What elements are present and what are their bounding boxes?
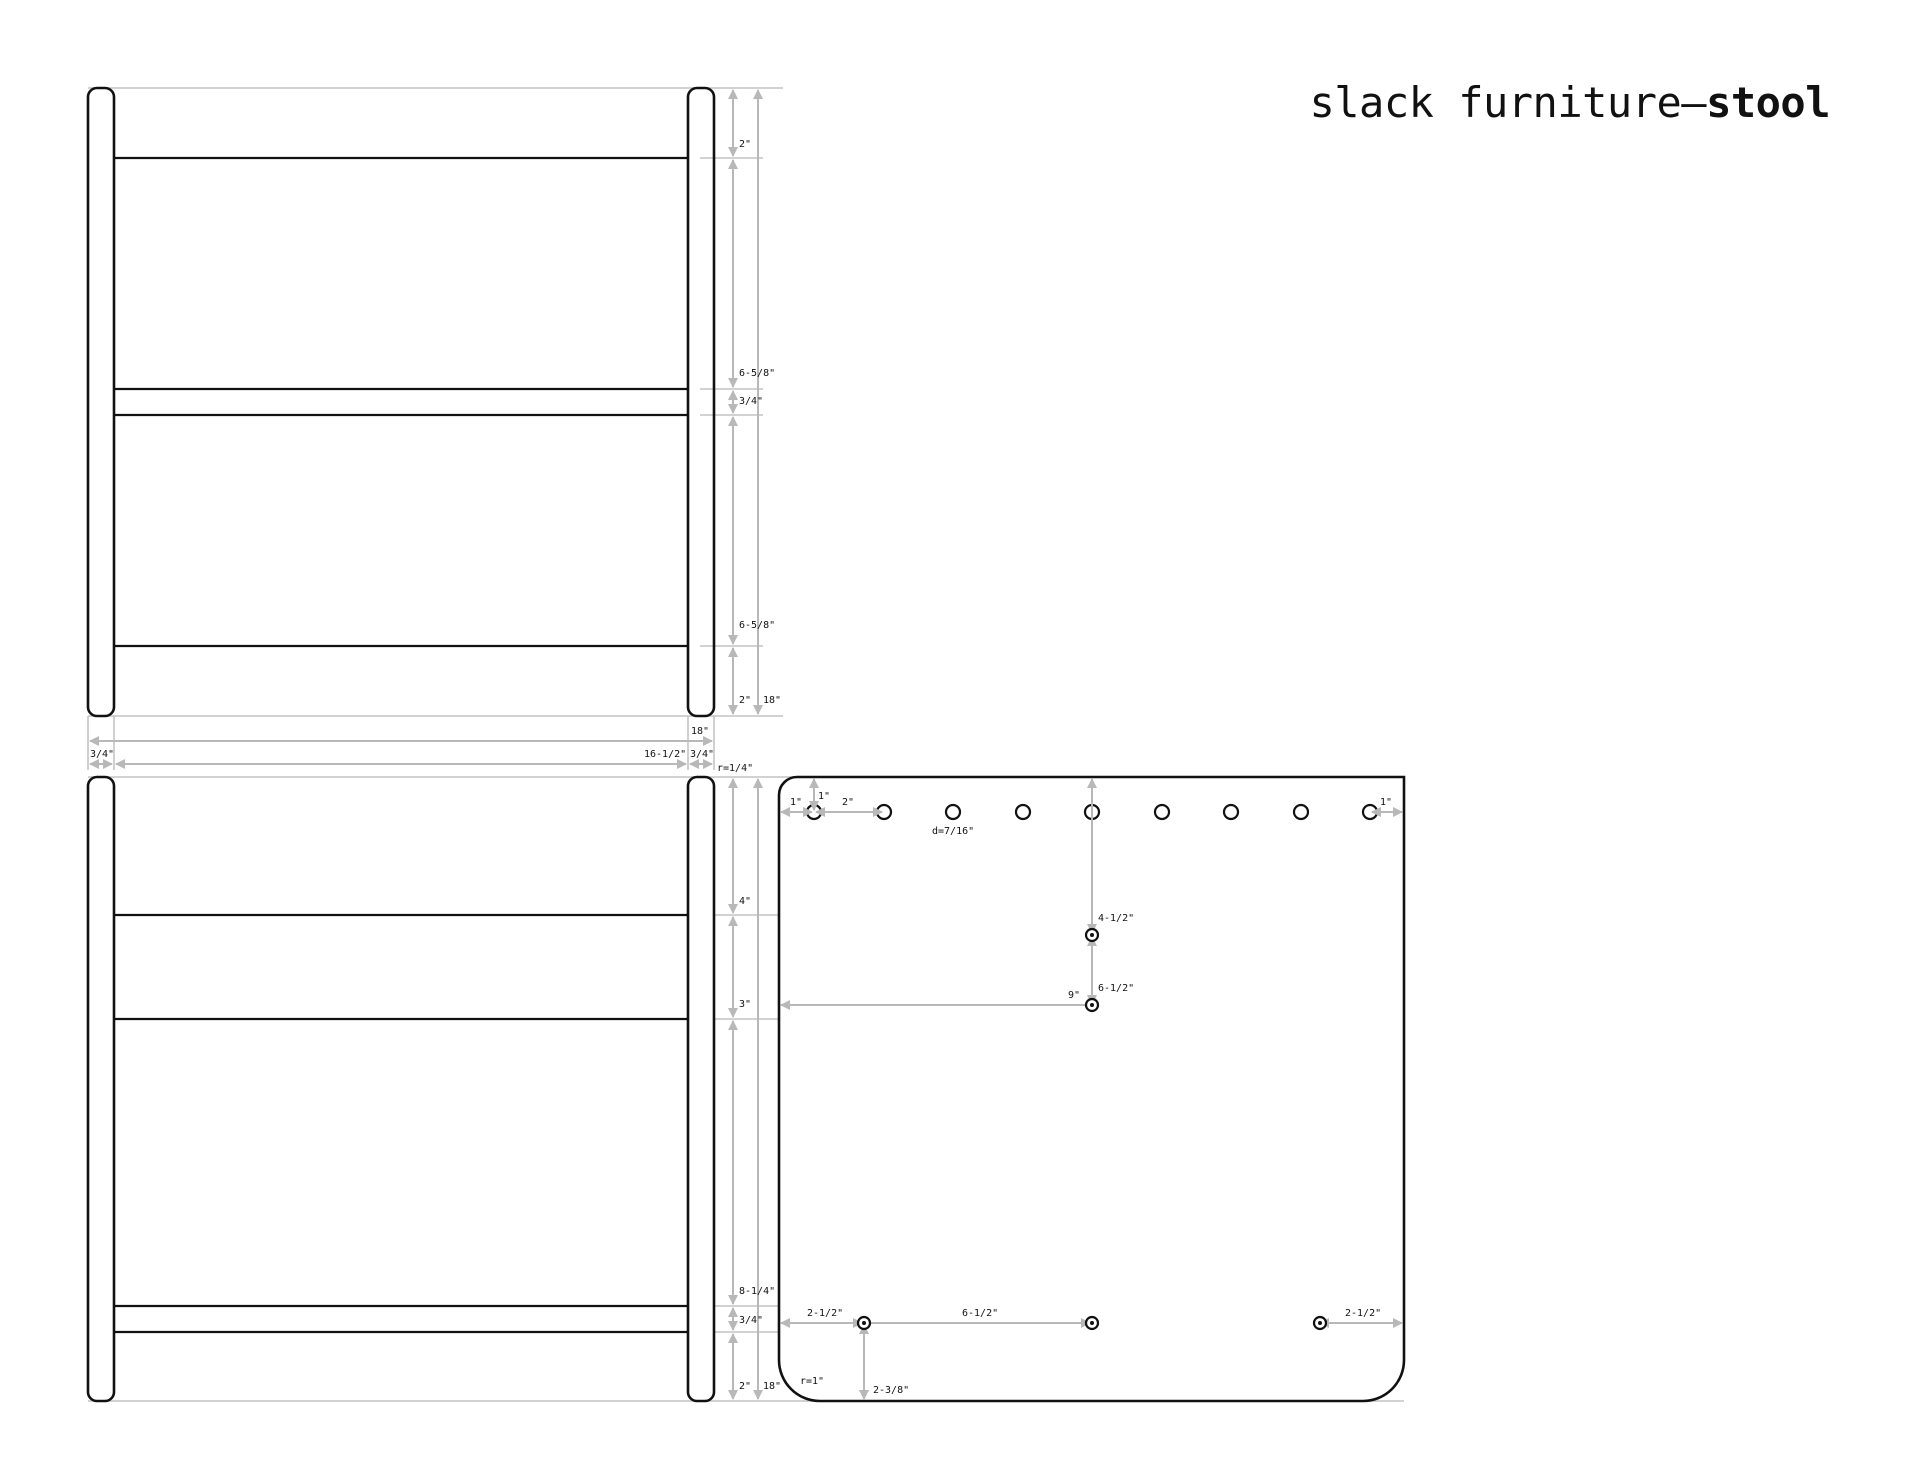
center-drop-label: 4-1/2" <box>1098 913 1134 924</box>
title-bold: stool <box>1706 78 1830 127</box>
screw-center-icon <box>1318 1321 1322 1325</box>
panel-corner-radius-label: r=1" <box>800 1376 824 1387</box>
bottom-y-label: 2-3/8" <box>873 1385 909 1396</box>
hole-icon <box>1153 803 1171 821</box>
center-spacing-label: 6-1/2" <box>1098 983 1134 994</box>
front-shelf-thickness-label: 3/4" <box>739 1315 763 1326</box>
center-offset-x-label: 9" <box>1068 990 1080 1001</box>
panel-view: 1" 1" 2" d=7/16" 1" 4-1/2" 6-1/2" 9" 2-1… <box>777 775 1406 1403</box>
drawing-title: slack furniture–stool <box>1309 78 1830 127</box>
side-view: 2" 6-5/8" 3/4" 6-5/8" 2" 18" 18" 3/4" 16… <box>86 86 783 770</box>
bottom-left-x-label: 2-1/2" <box>807 1308 843 1319</box>
panel-outline <box>777 775 1406 1403</box>
side-bottom-gap-label: 2" <box>739 695 751 706</box>
right-leg <box>686 775 716 1403</box>
hole-edge-y-label: 1" <box>818 791 830 802</box>
screw-center-icon <box>1090 1321 1094 1325</box>
hole-diameter-label: d=7/16" <box>932 826 974 837</box>
side-upper-opening-label: 6-5/8" <box>739 368 775 379</box>
hole-edge-right-label: 1" <box>1380 797 1392 808</box>
side-top-gap-label: 2" <box>739 139 751 150</box>
side-overall-height-label: 18" <box>763 695 781 706</box>
side-leg-right-label: 3/4" <box>690 749 714 760</box>
side-shelf-thickness-label: 3/4" <box>739 396 763 407</box>
front-upper-opening-label: 3" <box>739 999 751 1010</box>
hole-icon <box>1292 803 1310 821</box>
bottom-right-x-label: 2-1/2" <box>1345 1308 1381 1319</box>
side-lower-opening-label: 6-5/8" <box>739 620 775 631</box>
bottom-spacing-label: 6-1/2" <box>962 1308 998 1319</box>
side-inner-width-label: 16-1/2" <box>644 749 686 760</box>
hole-icon <box>944 803 962 821</box>
front-top-gap-label: 4" <box>739 896 751 907</box>
left-leg <box>86 86 116 718</box>
front-overall-height-label: 18" <box>763 1381 781 1392</box>
front-view: r=1/4" 4" 3" 8-1/4" 3/4" 2" 18" <box>86 763 1404 1403</box>
hole-icon <box>1222 803 1240 821</box>
hole-icon <box>1014 803 1032 821</box>
front-lower-opening-label: 8-1/4" <box>739 1286 775 1297</box>
hole-spacing-label: 2" <box>842 797 854 808</box>
title-prefix: slack furniture– <box>1309 78 1707 127</box>
front-corner-radius-label: r=1/4" <box>717 763 753 774</box>
left-leg <box>86 775 116 1403</box>
screw-center-icon <box>1090 1003 1094 1007</box>
hole-edge-x-label: 1" <box>790 797 802 808</box>
right-leg <box>686 86 716 718</box>
front-bottom-gap-label: 2" <box>739 1381 751 1392</box>
side-overall-width-label: 18" <box>691 726 709 737</box>
screw-center-icon <box>1090 933 1094 937</box>
screw-center-icon <box>862 1321 866 1325</box>
side-leg-left-label: 3/4" <box>90 749 114 760</box>
